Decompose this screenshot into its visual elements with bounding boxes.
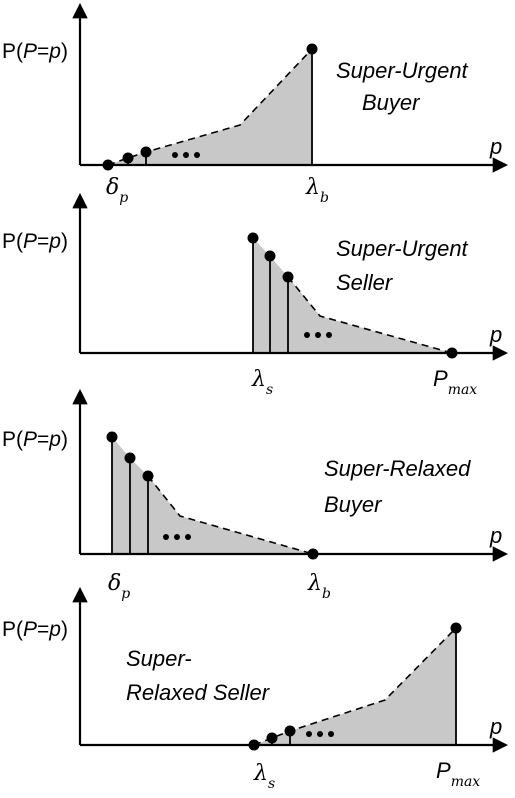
panel-super-relaxed-buyer: P(P=p) p Super-Relaxed Buyer δp λb — [2, 388, 509, 602]
panel-title: Super-Relaxed — [324, 456, 471, 481]
panel-title: Super-Urgent — [336, 58, 469, 83]
probability-area — [254, 628, 456, 745]
probability-point — [282, 271, 294, 283]
x-axis-symbol: p — [489, 714, 502, 739]
probability-point — [142, 470, 154, 482]
y-axis-label: P(P=p) — [2, 230, 68, 253]
panel-title: Seller — [336, 270, 394, 295]
panel-title: Super- — [126, 646, 192, 671]
x-axis-symbol: p — [489, 322, 502, 347]
panel-super-urgent-buyer: P(P=p) p Super-Urgent Buyer δp λb — [2, 2, 509, 206]
panel-title: Super-Urgent — [336, 236, 469, 261]
probability-point — [124, 452, 136, 464]
panel-title: Buyer — [324, 492, 383, 517]
x-axis-symbol: p — [489, 523, 502, 548]
panel-title: Buyer — [362, 90, 421, 115]
panel-super-relaxed-seller: P(P=p) p Super- Relaxed Seller λs Pmax — [2, 586, 509, 792]
probability-point — [306, 43, 318, 55]
y-axis-label: P(P=p) — [2, 40, 68, 63]
probability-point — [247, 232, 259, 244]
ellipsis-dots — [172, 152, 200, 158]
tick-label-lambda-s: λs — [251, 367, 273, 398]
y-axis-label: P(P=p) — [2, 618, 68, 641]
tick-label-lambda-b: λb — [307, 571, 331, 602]
probability-area — [253, 238, 452, 353]
x-axis-symbol: p — [489, 134, 502, 159]
y-axis-label: P(P=p) — [2, 428, 68, 451]
probability-point — [140, 146, 152, 158]
tick-label-lambda-b: λb — [305, 175, 329, 206]
probability-point — [106, 431, 118, 443]
tick-label-p-max: Pmax — [433, 366, 477, 398]
probability-point — [266, 732, 278, 744]
probability-point — [284, 725, 296, 737]
panel-title: Relaxed Seller — [126, 680, 271, 705]
probability-point — [450, 622, 462, 634]
ellipsis-dots — [304, 332, 332, 338]
envelope-line — [147, 475, 314, 555]
probability-area — [112, 437, 313, 554]
envelope-line — [287, 276, 453, 354]
panel-super-urgent-seller: P(P=p) p Super-Urgent Seller λs Pmax — [2, 192, 509, 398]
tick-label-p-max: Pmax — [436, 758, 480, 790]
probability-point — [264, 250, 276, 262]
probability-point — [122, 152, 134, 164]
ellipsis-dots — [163, 534, 191, 540]
tick-label-lambda-s: λs — [253, 761, 275, 792]
tick-label-delta-p: δp — [108, 571, 130, 602]
ellipsis-dots — [306, 731, 334, 737]
tick-label-delta-p: δp — [106, 175, 128, 206]
probability-area — [108, 49, 312, 165]
